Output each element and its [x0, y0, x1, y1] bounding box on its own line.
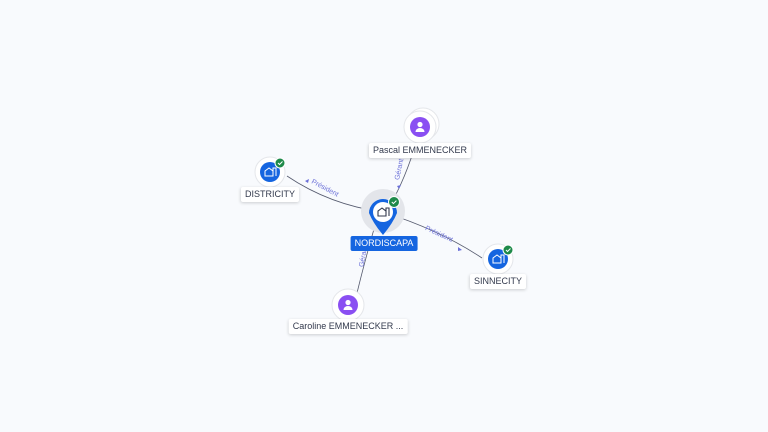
check-icon: [505, 248, 511, 253]
node-pascal[interactable]: [403, 107, 440, 144]
node-nordiscapa[interactable]: [361, 189, 405, 235]
person-icon: [415, 121, 425, 132]
node-caroline[interactable]: [331, 288, 365, 322]
check-icon: [277, 161, 283, 166]
arrow-sinnecity: [458, 247, 462, 251]
node-sinnecity[interactable]: [482, 243, 514, 275]
arrow-pascal: [397, 185, 401, 189]
building-icon: [264, 167, 277, 177]
node-districity[interactable]: [254, 156, 286, 188]
node-label-pascal[interactable]: Pascal EMMENECKER: [368, 143, 472, 158]
node-label-districity[interactable]: DISTRICITY: [240, 187, 300, 202]
building-icon: [377, 207, 390, 217]
arrow-districity: [305, 179, 309, 183]
node-label-caroline[interactable]: Caroline EMMENECKER ...: [288, 319, 408, 334]
building-icon: [492, 254, 505, 264]
check-icon: [391, 200, 397, 205]
node-label-sinnecity[interactable]: SINNECITY: [469, 274, 527, 289]
node-label-nordiscapa[interactable]: NORDISCAPA: [350, 236, 418, 251]
person-icon: [343, 299, 353, 310]
